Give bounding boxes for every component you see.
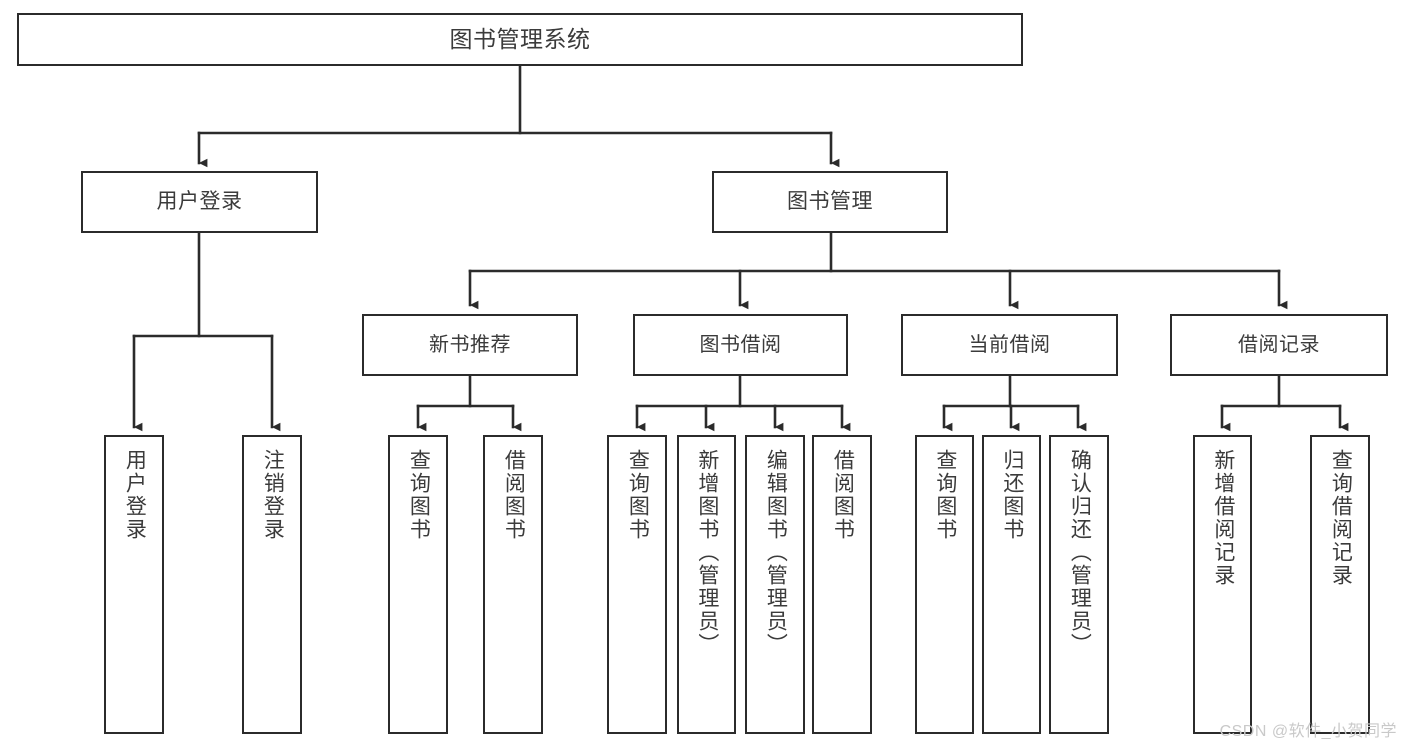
leaf-book-borrow-add[interactable]: 新增图书（管理员）: [677, 435, 736, 734]
node-label: 查询图书: [407, 449, 431, 541]
leaf-new-book-borrow[interactable]: 借阅图书: [483, 435, 543, 734]
node-label: 图书管理系统: [449, 26, 591, 53]
node-label: 新增借阅记录: [1211, 449, 1235, 587]
node-label: 编辑图书（管理员）: [764, 449, 788, 656]
node-label: 图书管理: [787, 189, 873, 213]
leaf-user-login-logout[interactable]: 注销登录: [242, 435, 302, 734]
node-label: 用户登录: [156, 189, 243, 213]
node-label: 新书推荐: [429, 333, 511, 356]
node-book-borrow[interactable]: 图书借阅: [633, 314, 848, 376]
node-user-login[interactable]: 用户登录: [81, 171, 318, 233]
node-label: 当前借阅: [968, 333, 1051, 356]
node-label: 查询图书: [626, 449, 650, 541]
node-book-management[interactable]: 图书管理: [712, 171, 948, 233]
node-label: 归还图书: [1000, 449, 1024, 541]
leaf-book-borrow-query[interactable]: 查询图书: [607, 435, 667, 734]
node-label: 图书借阅: [699, 333, 782, 356]
node-label: 用户登录: [123, 449, 147, 541]
leaf-current-borrow-confirm[interactable]: 确认归还（管理员）: [1049, 435, 1109, 734]
leaf-user-login-login[interactable]: 用户登录: [104, 435, 164, 734]
node-label: 确认归还（管理员）: [1068, 449, 1092, 656]
watermark-text: CSDN @软件_小贺同学: [1219, 723, 1397, 740]
leaf-current-borrow-return[interactable]: 归还图书: [982, 435, 1041, 734]
node-label: 注销登录: [261, 449, 285, 541]
leaf-current-borrow-query[interactable]: 查询图书: [915, 435, 974, 734]
node-root-system[interactable]: 图书管理系统: [17, 13, 1023, 66]
node-label: 借阅图书: [831, 449, 855, 541]
leaf-book-borrow-edit[interactable]: 编辑图书（管理员）: [745, 435, 805, 734]
node-label: 查询图书: [933, 449, 957, 541]
node-current-borrow[interactable]: 当前借阅: [901, 314, 1118, 376]
node-new-book-recommend[interactable]: 新书推荐: [362, 314, 578, 376]
leaf-borrow-record-query[interactable]: 查询借阅记录: [1310, 435, 1370, 734]
leaf-book-borrow-borrow[interactable]: 借阅图书: [812, 435, 872, 734]
node-label: 借阅记录: [1238, 333, 1320, 356]
node-label: 新增图书（管理员）: [695, 449, 719, 656]
leaf-borrow-record-add[interactable]: 新增借阅记录: [1193, 435, 1252, 734]
node-label: 查询借阅记录: [1329, 449, 1353, 587]
node-label: 借阅图书: [502, 449, 526, 541]
node-borrow-record[interactable]: 借阅记录: [1170, 314, 1388, 376]
leaf-new-book-query[interactable]: 查询图书: [388, 435, 448, 734]
